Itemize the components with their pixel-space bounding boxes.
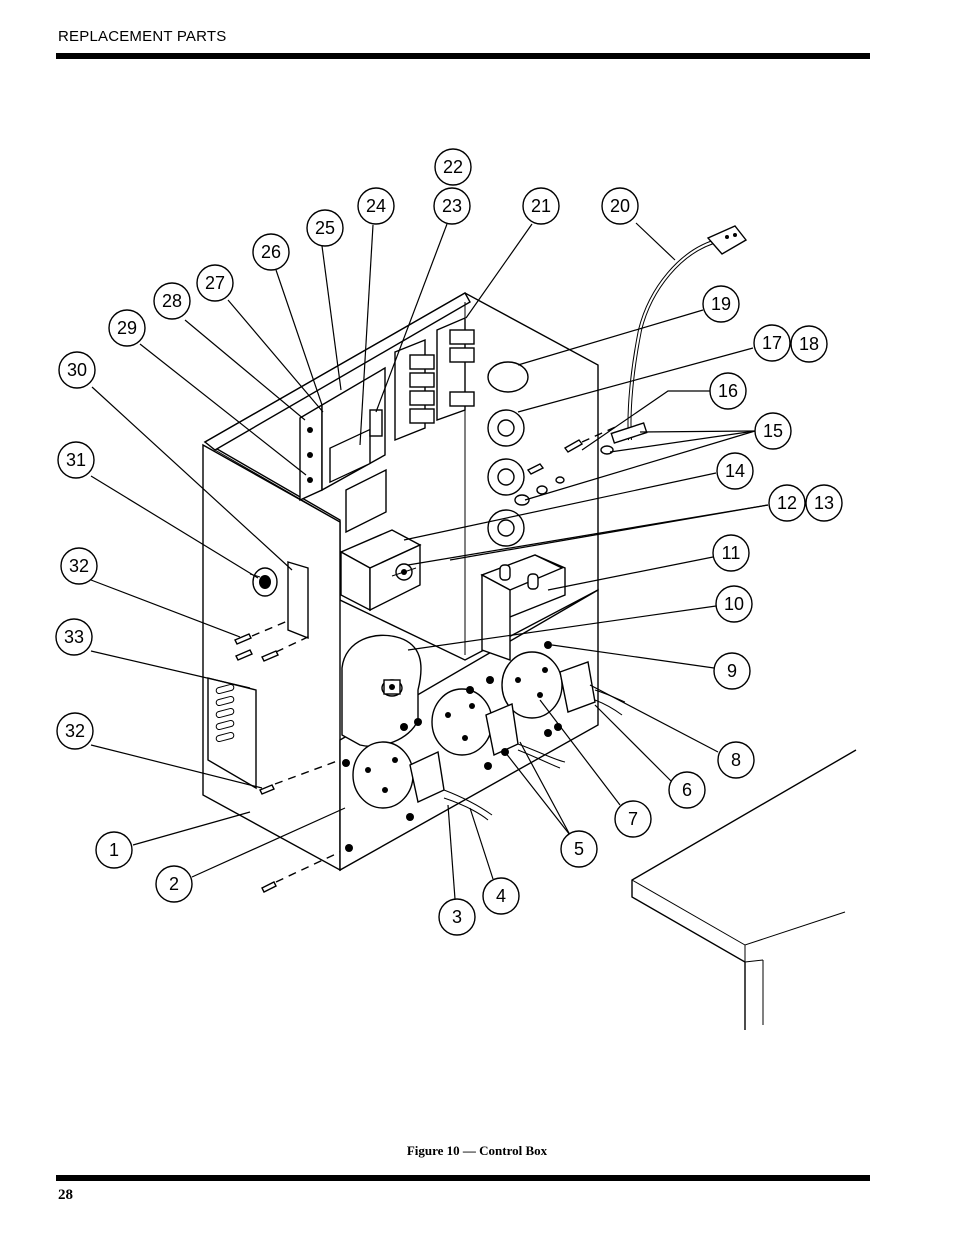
callout-17: 17 (753, 324, 791, 362)
callout-27: 27 (196, 264, 234, 302)
terminal-blocks (394, 316, 475, 442)
svg-text:11: 11 (722, 543, 741, 563)
svg-text:7: 7 (628, 809, 638, 829)
svg-text:1: 1 (109, 840, 119, 860)
callout-14: 14 (716, 452, 754, 490)
callout-19: 19 (702, 285, 740, 323)
svg-text:30: 30 (67, 360, 87, 380)
callout-33: 33 (55, 618, 93, 656)
callout-7: 7 (614, 800, 652, 838)
svg-text:19: 19 (711, 294, 731, 314)
svg-text:21: 21 (531, 196, 551, 216)
callout-26: 26 (252, 233, 290, 271)
svg-text:6: 6 (682, 780, 692, 800)
callout-11: 11 (712, 534, 750, 572)
svg-text:29: 29 (117, 318, 137, 338)
svg-text:27: 27 (205, 273, 225, 293)
page-number: 28 (58, 1187, 73, 1203)
callout-8: 8 (717, 741, 755, 779)
svg-text:22: 22 (443, 157, 463, 177)
svg-text:31: 31 (66, 450, 86, 470)
callout-20: 20 (601, 187, 639, 225)
callout-bubbles: 1 2 3 4 5 6 7 8 9 10 11 12 13 14 15 16 1… (55, 148, 843, 936)
callout-4: 4 (482, 877, 520, 915)
bottom-rule (56, 1175, 870, 1181)
svg-text:24: 24 (366, 196, 386, 216)
svg-text:13: 13 (814, 493, 834, 513)
callout-31: 31 (57, 441, 95, 479)
callout-24: 24 (357, 187, 395, 225)
callout-21: 21 (522, 187, 560, 225)
callout-25: 25 (306, 209, 344, 247)
svg-text:12: 12 (777, 493, 797, 513)
svg-text:9: 9 (727, 661, 737, 681)
svg-text:32: 32 (69, 556, 89, 576)
svg-text:25: 25 (315, 218, 335, 238)
front-switches (342, 641, 626, 852)
callout-30: 30 (58, 351, 96, 389)
vent-slots (215, 683, 235, 743)
callout-29: 29 (108, 309, 146, 347)
callout-5: 5 (560, 830, 598, 868)
svg-text:14: 14 (725, 461, 745, 481)
callout-22: 22 (434, 148, 472, 186)
svg-text:2: 2 (169, 874, 179, 894)
control-box-drawing (202, 225, 857, 1030)
callout-3: 3 (438, 898, 476, 936)
svg-text:16: 16 (718, 381, 738, 401)
callout-23: 23 (433, 187, 471, 225)
side-screws (234, 619, 341, 893)
svg-text:18: 18 (799, 334, 819, 354)
callout-16: 16 (709, 372, 747, 410)
svg-text:33: 33 (64, 627, 84, 647)
svg-text:10: 10 (724, 594, 744, 614)
svg-text:3: 3 (452, 907, 462, 927)
leader-lines (90, 222, 769, 900)
top-rule (56, 53, 870, 59)
callout-10: 10 (715, 585, 753, 623)
svg-text:32: 32 (65, 721, 85, 741)
svg-text:17: 17 (762, 333, 782, 353)
callout-15: 15 (754, 412, 792, 450)
callout-18: 18 (790, 325, 828, 363)
callout-28: 28 (153, 282, 191, 320)
svg-text:23: 23 (442, 196, 462, 216)
callout-12: 12 (768, 484, 806, 522)
section-header: REPLACEMENT PARTS (58, 28, 227, 45)
svg-text:28: 28 (162, 291, 182, 311)
svg-text:8: 8 (731, 750, 741, 770)
callout-13: 13 (805, 484, 843, 522)
callout-9: 9 (713, 652, 751, 690)
svg-text:15: 15 (763, 421, 783, 441)
svg-text:4: 4 (496, 886, 506, 906)
svg-text:26: 26 (261, 242, 281, 262)
figure-caption: Figure 10 — Control Box (406, 1143, 548, 1158)
callout-2: 2 (155, 865, 193, 903)
callout-32-upper: 32 (60, 547, 98, 585)
svg-text:20: 20 (610, 196, 630, 216)
callout-1: 1 (95, 831, 133, 869)
callout-6: 6 (668, 771, 706, 809)
callout-32-lower: 32 (56, 712, 94, 750)
svg-text:5: 5 (574, 839, 584, 859)
